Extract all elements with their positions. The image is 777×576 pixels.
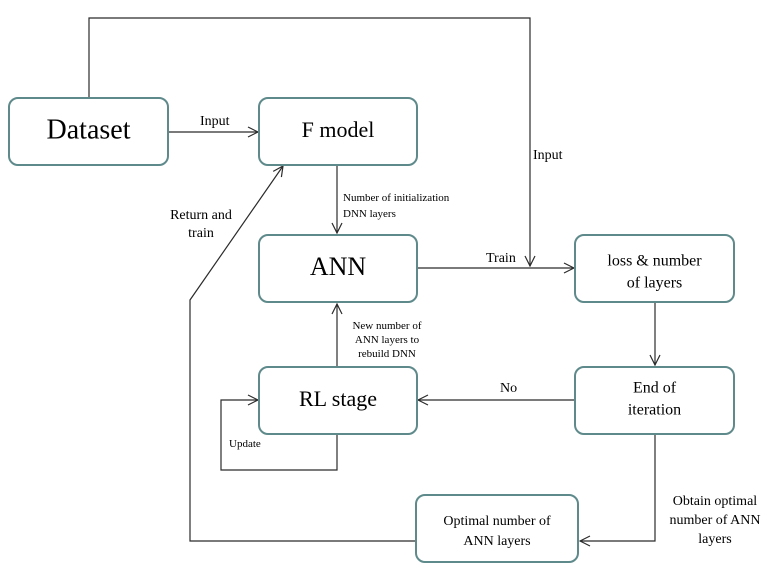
node-loss-line1: loss & number [607, 253, 702, 270]
edge-dataset-to-loss [88, 17, 530, 266]
node-end-iteration: End of iteration [574, 366, 735, 435]
node-dataset-label: Dataset [47, 114, 131, 145]
edge-optimal-return-to-fmodel [189, 166, 415, 542]
label-return-line2: train [188, 226, 214, 241]
label-no: No [500, 381, 517, 396]
node-optimal-layers: Optimal number of ANN layers [415, 494, 579, 563]
node-dataset: Dataset [8, 97, 169, 166]
node-optimal-line1: Optimal number of [443, 514, 551, 529]
label-obtain-line2: number of ANN [670, 513, 761, 528]
label-obtain-line1: Obtain optimal [673, 494, 757, 509]
node-ann: ANN [258, 234, 418, 303]
node-optimal-line2: ANN layers [463, 534, 530, 549]
label-obtain-line3: layers [698, 532, 731, 547]
label-train: Train [486, 251, 516, 266]
label-return-line1: Return and [170, 208, 232, 223]
node-loss-layers: loss & number of layers [574, 234, 735, 303]
node-ann-label: ANN [310, 252, 367, 281]
label-new-layers-line1: New number of [352, 320, 421, 332]
label-new-layers-line3: rebuild DNN [358, 348, 416, 360]
label-input-to-loss: Input [533, 148, 563, 163]
edge-end-to-optimal [580, 434, 656, 541]
edge-rl-update-loop [220, 400, 338, 471]
label-update: Update [229, 438, 261, 450]
edge-labels: Input Input Number of initialization DNN… [170, 114, 760, 547]
label-init-layers-line1: Number of initialization [343, 192, 450, 204]
edges [88, 17, 656, 542]
node-loss-line2: of layers [627, 275, 683, 292]
node-f-model-label: F model [302, 117, 375, 142]
node-rl-stage-label: RL stage [299, 386, 377, 411]
node-f-model: F model [258, 97, 418, 166]
label-input-to-fmodel: Input [200, 114, 230, 129]
label-init-layers-line2: DNN layers [343, 208, 396, 220]
node-end-line2: iteration [628, 402, 681, 419]
node-rl-stage: RL stage [258, 366, 418, 435]
node-end-line1: End of [633, 380, 677, 397]
label-new-layers-line2: ANN layers to [355, 334, 420, 346]
